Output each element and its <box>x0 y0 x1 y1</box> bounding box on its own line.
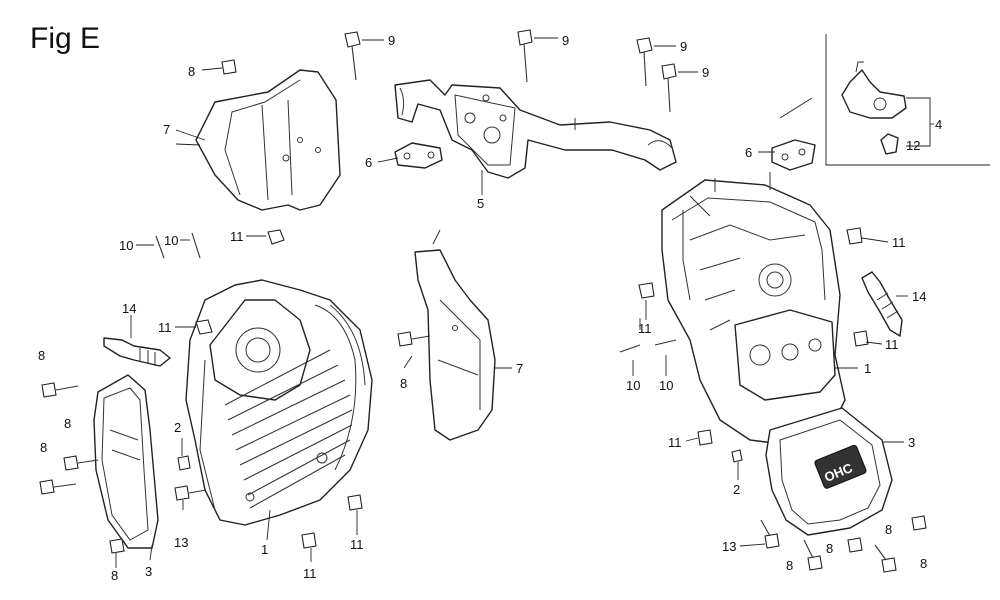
gasket-right <box>771 139 816 171</box>
callout-3: 3 <box>908 435 915 450</box>
shroud-top-left <box>195 69 341 211</box>
callout-8: 8 <box>400 376 407 391</box>
callout-7: 7 <box>163 122 170 137</box>
callout-8: 8 <box>40 440 47 455</box>
callout-11: 11 <box>230 229 244 244</box>
callout-6: 6 <box>365 155 372 170</box>
callout-11: 11 <box>638 321 652 336</box>
cylinder-head-right <box>661 172 846 446</box>
callout-6: 6 <box>745 145 752 160</box>
callout-1: 1 <box>864 361 871 376</box>
callout-11: 11 <box>892 235 906 250</box>
callout-8: 8 <box>188 64 195 79</box>
callout-11: 11 <box>668 435 682 450</box>
callout-10: 10 <box>164 233 178 248</box>
bolts-9 <box>344 29 677 113</box>
gasket-left <box>394 142 443 169</box>
callout-9: 9 <box>680 39 687 54</box>
callout-labels: 8 7 9 9 9 9 6 5 6 4 12 11 10 10 14 11 8 … <box>38 33 942 583</box>
callout-9: 9 <box>388 33 395 48</box>
callout-2: 2 <box>174 420 181 435</box>
cylinder-block-left <box>185 279 373 526</box>
intake-manifold <box>394 79 677 179</box>
callout-8: 8 <box>38 348 45 363</box>
fasteners <box>39 59 927 573</box>
callout-10: 10 <box>119 238 133 253</box>
callout-12: 12 <box>906 138 920 153</box>
inset-small-cap <box>880 133 899 155</box>
ohc-logo-plate <box>814 444 867 489</box>
callout-8: 8 <box>826 541 833 556</box>
shroud-middle <box>414 249 496 441</box>
callout-1: 1 <box>261 542 268 557</box>
callout-10: 10 <box>626 378 640 393</box>
inset-elbow-fitting <box>841 61 907 119</box>
callout-9: 9 <box>562 33 569 48</box>
inset-bracket <box>825 34 990 166</box>
leader-lines <box>115 37 934 568</box>
valve-cover-right: OHC <box>765 407 893 536</box>
callout-14: 14 <box>912 289 926 304</box>
callout-14: 14 <box>122 301 136 316</box>
callout-2: 2 <box>733 482 740 497</box>
studs-10 <box>155 232 677 353</box>
spark-plug-left <box>103 337 171 367</box>
callout-8: 8 <box>64 416 71 431</box>
callout-8: 8 <box>885 522 892 537</box>
valve-cover-left <box>93 374 159 549</box>
callout-3: 3 <box>145 564 152 579</box>
callout-7: 7 <box>516 361 523 376</box>
callout-11: 11 <box>158 320 172 335</box>
callout-13: 13 <box>722 539 736 554</box>
callout-9: 9 <box>702 65 709 80</box>
spark-plug-right <box>861 271 903 337</box>
callout-11: 11 <box>350 537 364 552</box>
callout-11: 11 <box>885 337 899 352</box>
callout-5: 5 <box>477 196 484 211</box>
callout-8: 8 <box>111 568 118 583</box>
callout-8: 8 <box>786 558 793 573</box>
callout-13: 13 <box>174 535 188 550</box>
callout-4: 4 <box>935 117 942 132</box>
figure-title: Fig E <box>30 22 100 55</box>
callout-10: 10 <box>659 378 673 393</box>
callout-11: 11 <box>303 566 317 581</box>
callout-8: 8 <box>920 556 927 571</box>
